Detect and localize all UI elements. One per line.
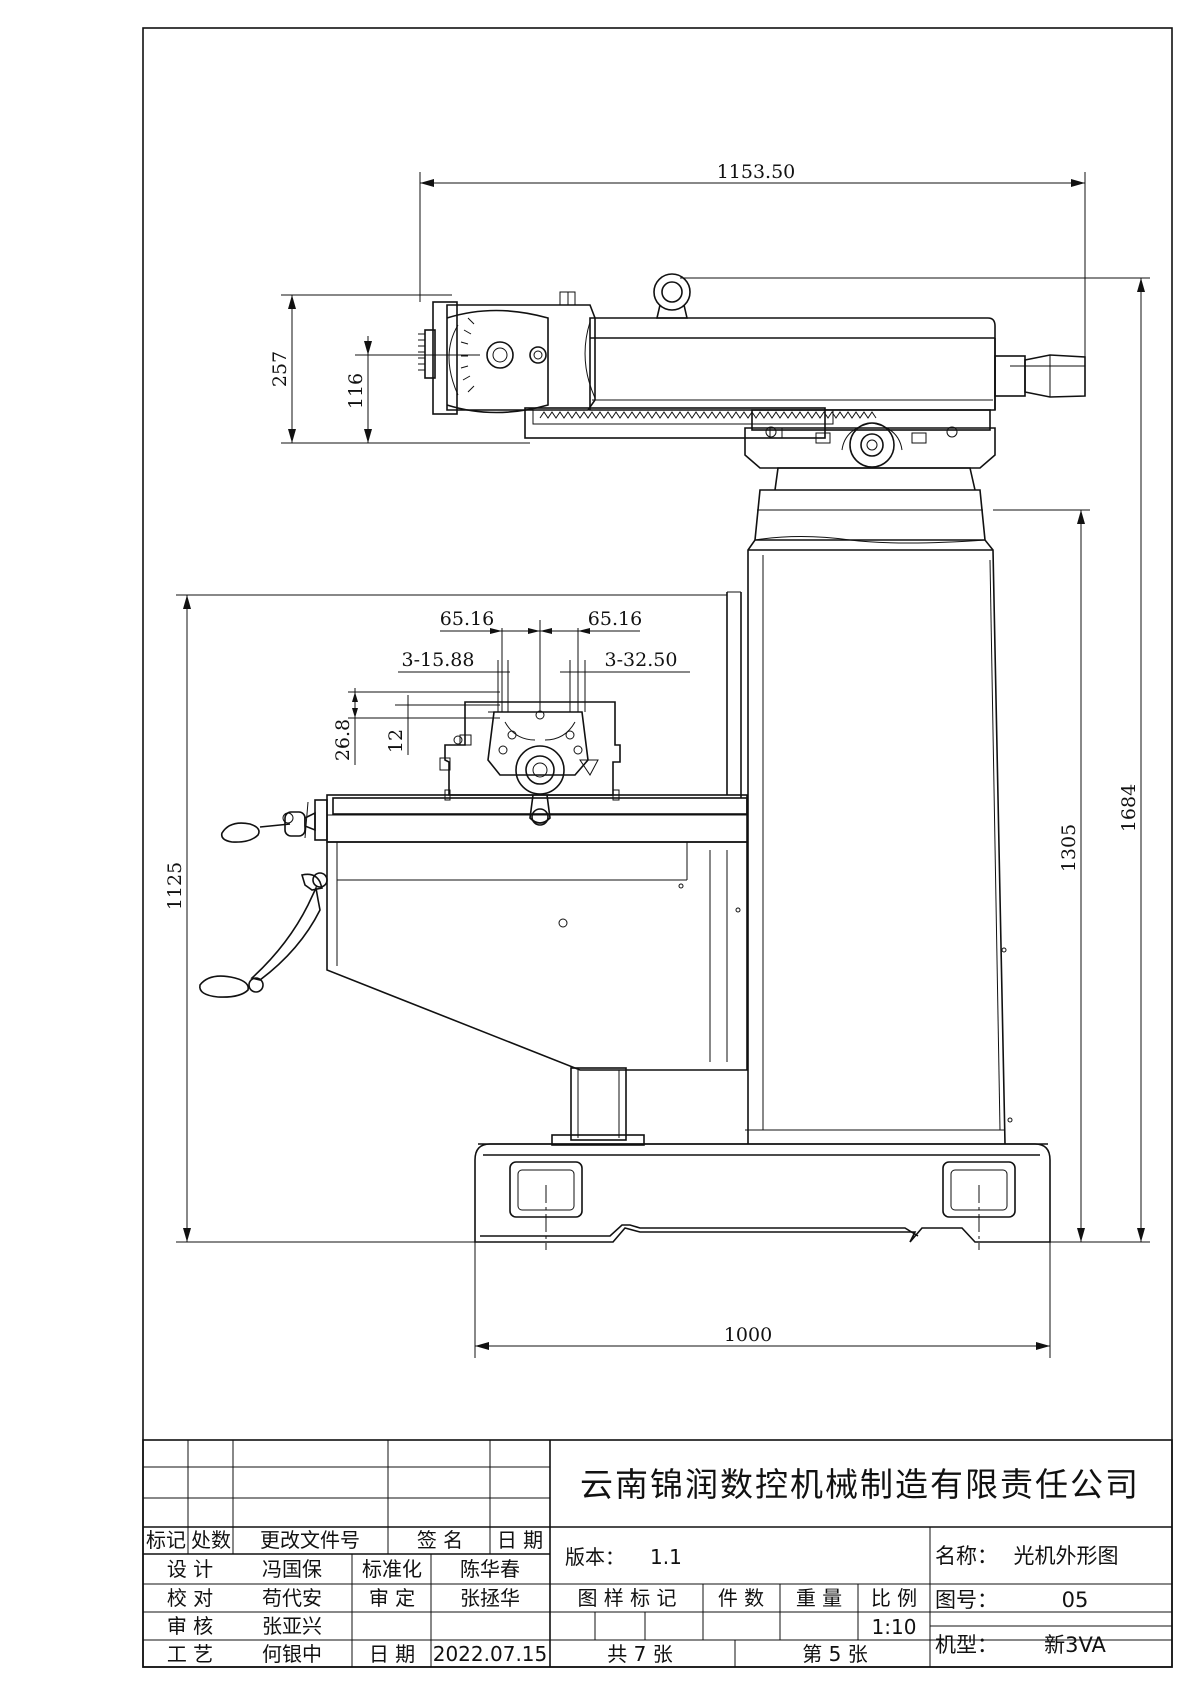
dim-table-height: 1125 — [164, 862, 186, 910]
scale-label: 比 例 — [871, 1586, 917, 1610]
work-table — [326, 591, 748, 843]
review-label: 审 核 — [167, 1614, 213, 1638]
header-count: 处数 — [191, 1528, 231, 1552]
standard-name: 陈华春 — [460, 1557, 520, 1581]
table-vise — [439, 701, 621, 826]
dim-slot-pitch-left: 65.16 — [440, 608, 494, 630]
model-value: 新3VA — [1044, 1633, 1106, 1657]
header-change-doc: 更改文件号 — [260, 1528, 360, 1552]
drawing-no-label: 图号： — [935, 1588, 998, 1612]
machine-knee — [326, 841, 748, 1071]
check-name: 苟代安 — [262, 1586, 322, 1610]
ram — [524, 273, 1086, 439]
title-block: 云南锦润数控机械制造有限责任公司 标记 处数 更改文件号 签 名 日 期 设 计… — [142, 1439, 1173, 1668]
name-label: 名称： — [935, 1544, 998, 1568]
dim-slot-width: 12 — [385, 729, 407, 753]
dim-slot-pitch-right: 65.16 — [588, 608, 642, 630]
design-label: 设 计 — [167, 1557, 213, 1581]
model-label: 机型： — [935, 1633, 998, 1657]
total-sheets: 共 7 张 — [607, 1642, 672, 1666]
standard-label: 标准化 — [362, 1557, 422, 1581]
sample-mark-label: 图 样 标 记 — [577, 1586, 676, 1610]
milling-head — [418, 291, 596, 415]
process-label: 工 艺 — [167, 1642, 213, 1666]
machine-column — [745, 489, 1013, 1145]
dim-slot-spec-left: 3-15.88 — [402, 649, 475, 671]
dim-head-height: 257 — [269, 351, 291, 387]
dim-head-length: 1153.50 — [717, 161, 796, 183]
company-name: 云南锦润数控机械制造有限责任公司 — [580, 1465, 1140, 1504]
dim-base-width: 1000 — [724, 1324, 772, 1346]
quantity-label: 件 数 — [718, 1586, 764, 1610]
dimension-labels: 1153.50 1000 257 116 1684 1305 1125 65.1… — [164, 161, 1140, 1346]
elevating-pedestal — [551, 1067, 645, 1146]
table-handwheel — [220, 799, 328, 843]
milling-machine-outline — [199, 273, 1086, 1250]
date-label: 日 期 — [369, 1642, 415, 1666]
date-value: 2022.07.15 — [433, 1642, 548, 1666]
turret — [744, 409, 996, 491]
design-name: 冯国保 — [262, 1557, 322, 1581]
machine-base — [474, 1143, 1051, 1250]
sheet-number: 第 5 张 — [802, 1642, 867, 1666]
header-sign: 签 名 — [417, 1528, 463, 1552]
approve-name: 张拯华 — [460, 1586, 520, 1610]
crank-handle — [199, 872, 328, 998]
review-name: 张亚兴 — [262, 1614, 322, 1638]
dim-spindle-offset: 116 — [345, 373, 367, 409]
drawing-no-value: 05 — [1062, 1588, 1089, 1612]
header-mark: 标记 — [146, 1528, 186, 1552]
approve-label: 审 定 — [369, 1586, 415, 1610]
name-value: 光机外形图 — [1014, 1544, 1119, 1568]
weight-label: 重 量 — [796, 1586, 842, 1610]
process-name: 何银中 — [262, 1642, 322, 1666]
dim-slot-spec-right: 3-32.50 — [605, 649, 678, 671]
version-value: 1.1 — [650, 1545, 682, 1569]
drawing-frame — [142, 27, 1173, 1668]
dim-slot-depth: 26.8 — [332, 719, 354, 761]
dimension-lines — [176, 172, 1150, 1358]
header-date: 日 期 — [497, 1528, 543, 1552]
version-label: 版本： — [565, 1545, 625, 1569]
dim-total-height: 1684 — [1118, 784, 1140, 832]
dim-column-height: 1305 — [1058, 824, 1080, 872]
scale-value: 1:10 — [872, 1615, 917, 1639]
check-label: 校 对 — [167, 1586, 213, 1610]
